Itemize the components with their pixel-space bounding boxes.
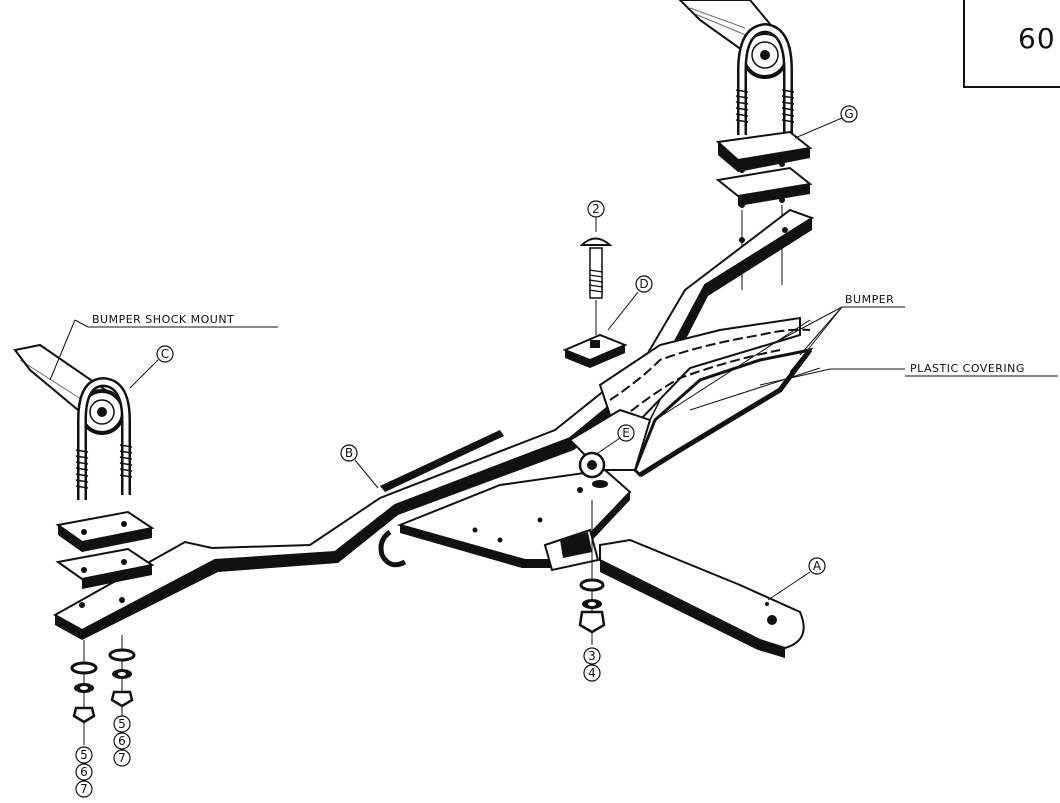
left-hardware-stack-1 [70,640,98,745]
svg-text:4: 4 [588,666,596,680]
plate-d [562,333,628,368]
svg-text:BUMPER: BUMPER [845,293,894,306]
svg-text:6: 6 [80,765,88,779]
callout-b: B [340,444,379,489]
page-number: 60 [1018,22,1056,55]
left-hardware-stack-2 [108,635,136,765]
callout-c: C [129,345,174,389]
callout-a: A [767,557,826,601]
u-bolt-g [735,22,795,135]
label-bumper: BUMPER [779,293,905,373]
callout-g-label: G [844,107,853,121]
callout-g: G [794,105,858,139]
callout-d-label: D [639,277,648,291]
svg-text:3: 3 [588,649,596,663]
svg-text:7: 7 [80,782,88,796]
bar-slot [380,430,504,492]
left-shock-tube [13,343,125,435]
left-clamp-plates [55,510,155,589]
bolt-2 [579,237,613,335]
tongue-bar-a [599,538,805,658]
svg-text:5: 5 [80,748,88,762]
callout-c-label: C [161,347,169,361]
part-number-3: 3 [583,647,601,665]
callout-e-label: E [622,426,630,440]
svg-text:BUMPER SHOCK MOUNT: BUMPER SHOCK MOUNT [92,313,234,326]
left-stack-1-numbers: 5 6 7 [75,746,93,798]
left-stack-2-numbers: 5 6 7 [113,715,131,767]
page-number-box [963,0,1060,88]
right-shock-tube [678,0,792,79]
callout-e: E [594,424,635,456]
svg-text:6: 6 [118,734,126,748]
u-bolt-c [75,376,133,500]
callout-b-label: B [345,446,353,460]
svg-text:7: 7 [118,751,126,765]
center-bracket-plate [378,468,632,572]
callouts: A B C D E [129,105,858,601]
part-number-2: 2 [587,200,605,232]
text-labels: BUMPER SHOCK MOUNT BUMPER PLASTIC COVERI… [49,293,1058,386]
label-bumper-shock-mount: BUMPER SHOCK MOUNT [49,313,278,381]
svg-text:PLASTIC COVERING: PLASTIC COVERING [910,362,1025,375]
callout-a-label: A [813,559,822,573]
cross-bar-b [52,208,815,640]
center-hardware [578,500,606,645]
part-numbers: 2 3 4 5 6 7 5 6 [75,200,605,798]
svg-text:5: 5 [118,717,126,731]
part-number-4: 4 [583,664,601,682]
svg-text:2: 2 [592,202,600,216]
bracket-e [568,408,652,493]
callout-d: D [607,275,653,331]
label-plastic-covering: PLASTIC COVERING [759,362,1058,386]
